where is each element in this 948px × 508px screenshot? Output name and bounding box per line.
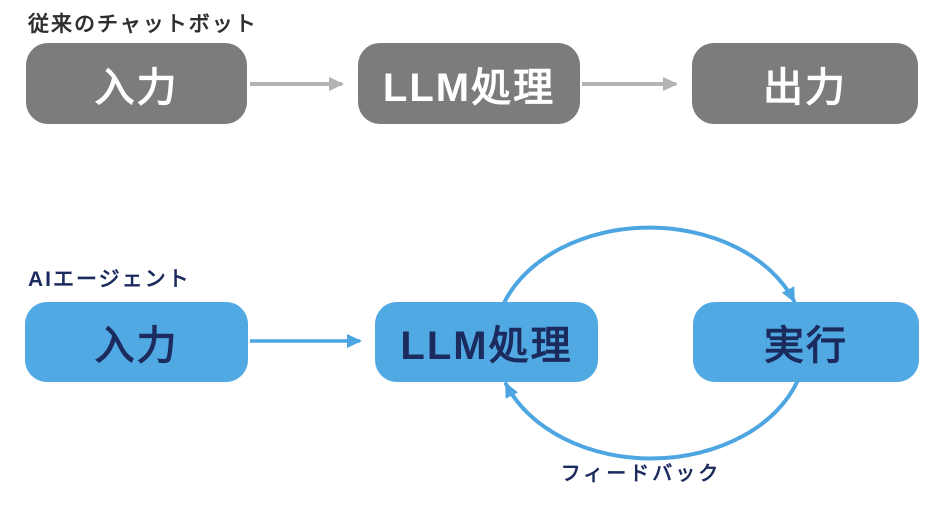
node-traditional-output: 出力 <box>692 43 918 124</box>
node-traditional-input: 入力 <box>26 43 247 124</box>
node-agent-llm-processing: LLM処理 <box>375 302 598 382</box>
feedback-loop-top-arc <box>502 225 796 305</box>
traditional-chatbot-label: 従来のチャットボット <box>28 13 258 36</box>
node-agent-execute: 実行 <box>693 302 919 382</box>
feedback-loop-bottom-arc <box>504 378 800 461</box>
node-traditional-llm-processing: LLM処理 <box>358 43 580 124</box>
feedback-label: フィードバック <box>560 463 722 485</box>
node-agent-input: 入力 <box>25 302 248 382</box>
ai-agent-label: AIエージェント <box>28 268 191 291</box>
